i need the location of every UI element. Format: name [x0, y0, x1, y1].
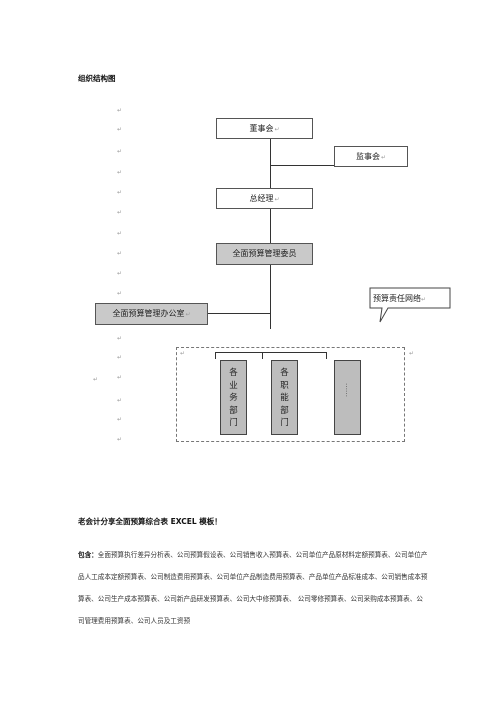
paragraph-mark: ↵ — [380, 154, 387, 161]
paragraph-mark: ↵ — [409, 350, 415, 357]
connector-line — [270, 165, 334, 166]
paragraph-mark: ↵ — [421, 296, 427, 303]
dept-char: 各 — [229, 368, 238, 378]
other-departments-box: …… — [334, 360, 361, 435]
dept-char: 各 — [280, 368, 289, 378]
board-label: 董事会 — [249, 124, 274, 133]
paragraph-mark: ↵ — [180, 350, 186, 357]
dept-char: 务 — [229, 393, 238, 403]
paragraph-mark: ↵ — [117, 189, 123, 196]
connector-line — [262, 352, 263, 359]
paragraph-mark: ↵ — [117, 436, 123, 443]
connector-line — [215, 352, 326, 353]
paragraph-mark: ↵ — [117, 250, 123, 257]
general-manager-box: 总经理↵ — [216, 188, 313, 209]
content-paragraph: 包含：全面预算执行差异分析表、公司预算假设表、公司销售收入预算表、公司单位产品原… — [78, 544, 428, 632]
section-heading: 老会计分享全面预算综合表 EXCEL 模板！ — [78, 517, 222, 526]
paragraph-mark: ↵ — [117, 270, 123, 277]
paragraph-mark: ↵ — [117, 354, 123, 361]
office-label: 全面预算管理办公室 — [112, 309, 185, 318]
ellipsis-text: …… — [344, 383, 352, 397]
dept-char: 职 — [280, 380, 289, 391]
connector-line — [326, 352, 327, 359]
connector-line — [208, 313, 270, 314]
dept-char: 业 — [229, 380, 238, 391]
paragraph-mark: ↵ — [117, 230, 123, 237]
dept-char: 门 — [280, 418, 289, 428]
departments-group — [176, 347, 405, 442]
paragraph-mark: ↵ — [117, 126, 123, 133]
paragraph-mark: ↵ — [117, 397, 123, 404]
paragraph-mark: ↵ — [274, 126, 280, 133]
connector-line — [270, 265, 271, 329]
paragraph-mark: ↵ — [117, 416, 123, 423]
budget-network-label: 预算责任网络↵ — [373, 293, 426, 304]
business-departments-box: 各 业 务 部 门 — [220, 360, 247, 435]
connector-line — [270, 209, 271, 243]
paragraph-mark: ↵ — [117, 374, 123, 381]
supervisors-box: 监事会↵ — [334, 146, 408, 167]
paragraph-mark: ↵ — [117, 107, 123, 114]
dept-char: 部 — [229, 405, 238, 416]
budget-office-box: 全面预算管理办公室↵ — [95, 303, 208, 325]
budget-committee-box: 全面预算管理委员 — [216, 243, 313, 265]
paragraph-mark: ↵ — [117, 335, 123, 342]
content-label: 包含： — [78, 551, 98, 559]
paragraph-mark: ↵ — [117, 169, 123, 176]
dept-char: 能 — [280, 393, 289, 403]
dept-char: 门 — [229, 418, 238, 428]
gm-label: 总经理 — [249, 194, 274, 203]
paragraph-mark: ↵ — [117, 148, 123, 155]
dept-char: 部 — [280, 405, 289, 416]
paragraph-mark: ↵ — [93, 376, 99, 383]
connector-line — [270, 139, 271, 188]
connector-line — [215, 352, 216, 359]
paragraph-mark: ↵ — [117, 290, 123, 297]
paragraph-mark: ↵ — [117, 209, 123, 216]
network-text: 预算责任网络 — [373, 294, 421, 303]
supervisors-label: 监事会 — [355, 152, 380, 161]
functional-departments-box: 各 职 能 部 门 — [271, 360, 298, 435]
committee-label: 全面预算管理委员 — [232, 249, 297, 258]
content-text: 全面预算执行差异分析表、公司预算假设表、公司销售收入预算表、公司单位产品原材料定… — [78, 551, 428, 625]
board-box: 董事会↵ — [216, 118, 313, 139]
page-title: 组织结构图 — [78, 74, 116, 83]
paragraph-mark: ↵ — [274, 196, 280, 203]
paragraph-mark: ↵ — [185, 311, 191, 318]
budget-network-callout — [369, 287, 451, 323]
